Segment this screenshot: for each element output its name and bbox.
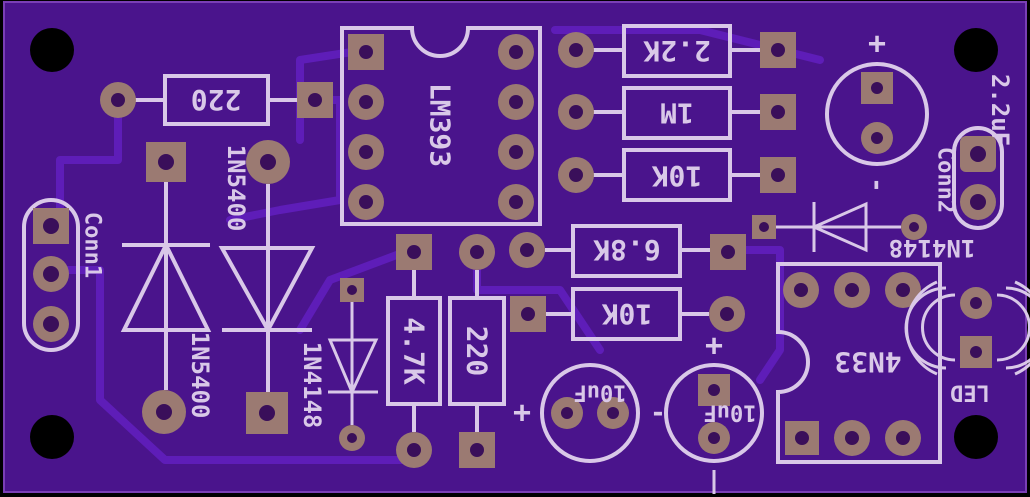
capacitor-10u-left: + 10uF	[513, 363, 640, 463]
label-r-1m: 1M	[660, 97, 694, 130]
connector-conn1: Conn1	[22, 198, 105, 352]
label-led: LED	[950, 380, 990, 405]
label-conn1: Conn1	[80, 212, 105, 278]
label-minus-c10-right: -	[650, 398, 666, 428]
mounting-holes	[30, 28, 998, 459]
label-1n4148-left: 1N4148	[298, 342, 326, 429]
label-r-4k7: 4.7K	[398, 317, 431, 385]
diode-1n4148-left: 1N4148	[298, 278, 379, 451]
led: LED	[904, 280, 1030, 405]
resistor-10k-lower: 10K	[510, 287, 745, 341]
label-r-220-top: 220	[191, 84, 242, 117]
resistor-6k8: 6.8K	[509, 224, 746, 278]
resistor-2k2: 2.2K	[558, 24, 796, 78]
resistor-220-top: 220	[100, 74, 333, 126]
label-r-10k-upper: 10K	[652, 160, 703, 193]
capacitor-10u-right: + - 10uF	[650, 329, 764, 494]
ic-4n33: 4N33	[776, 262, 942, 464]
label-lm393: LM393	[424, 83, 457, 167]
diode-1n4148-right: 1N4148	[752, 201, 976, 262]
label-1n5400-bottom: 1N5400	[186, 332, 214, 419]
diode-1n5400-right: 1N5400	[218, 140, 316, 434]
resistor-220-vertical: 220	[448, 234, 506, 468]
label-plus-c10-right: +	[705, 329, 723, 364]
resistor-10k-upper: 10K	[558, 148, 796, 202]
label-4n33: 4N33	[834, 346, 901, 379]
connector-conn2: Conn2	[933, 126, 1004, 230]
label-1n4148-right: 1N4148	[889, 234, 976, 262]
resistor-4k7: 4.7K	[386, 234, 442, 468]
label-r-220-vertical: 220	[461, 326, 494, 377]
capacitor-2u2: + - 2.2uF	[825, 27, 1014, 193]
label-c-2u2: 2.2uF	[986, 74, 1014, 146]
label-minus-c22: -	[862, 177, 892, 193]
label-r-2k2: 2.2K	[643, 35, 711, 68]
resistor-1m: 1M	[558, 86, 796, 140]
label-plus-c10-left: +	[513, 396, 531, 431]
label-1n5400-top: 1N5400	[222, 145, 250, 232]
label-r-6k8: 6.8K	[593, 234, 661, 267]
label-c-10u-right: 10uF	[704, 400, 757, 425]
ic-lm393: LM393	[340, 26, 542, 226]
diode-1n5400-left: 1N5400	[120, 142, 214, 434]
label-r-10k-lower: 10K	[602, 298, 653, 331]
label-plus-c22: +	[868, 27, 886, 62]
label-conn2: Conn2	[933, 147, 958, 213]
label-c-10u-left: 10uF	[574, 380, 627, 405]
